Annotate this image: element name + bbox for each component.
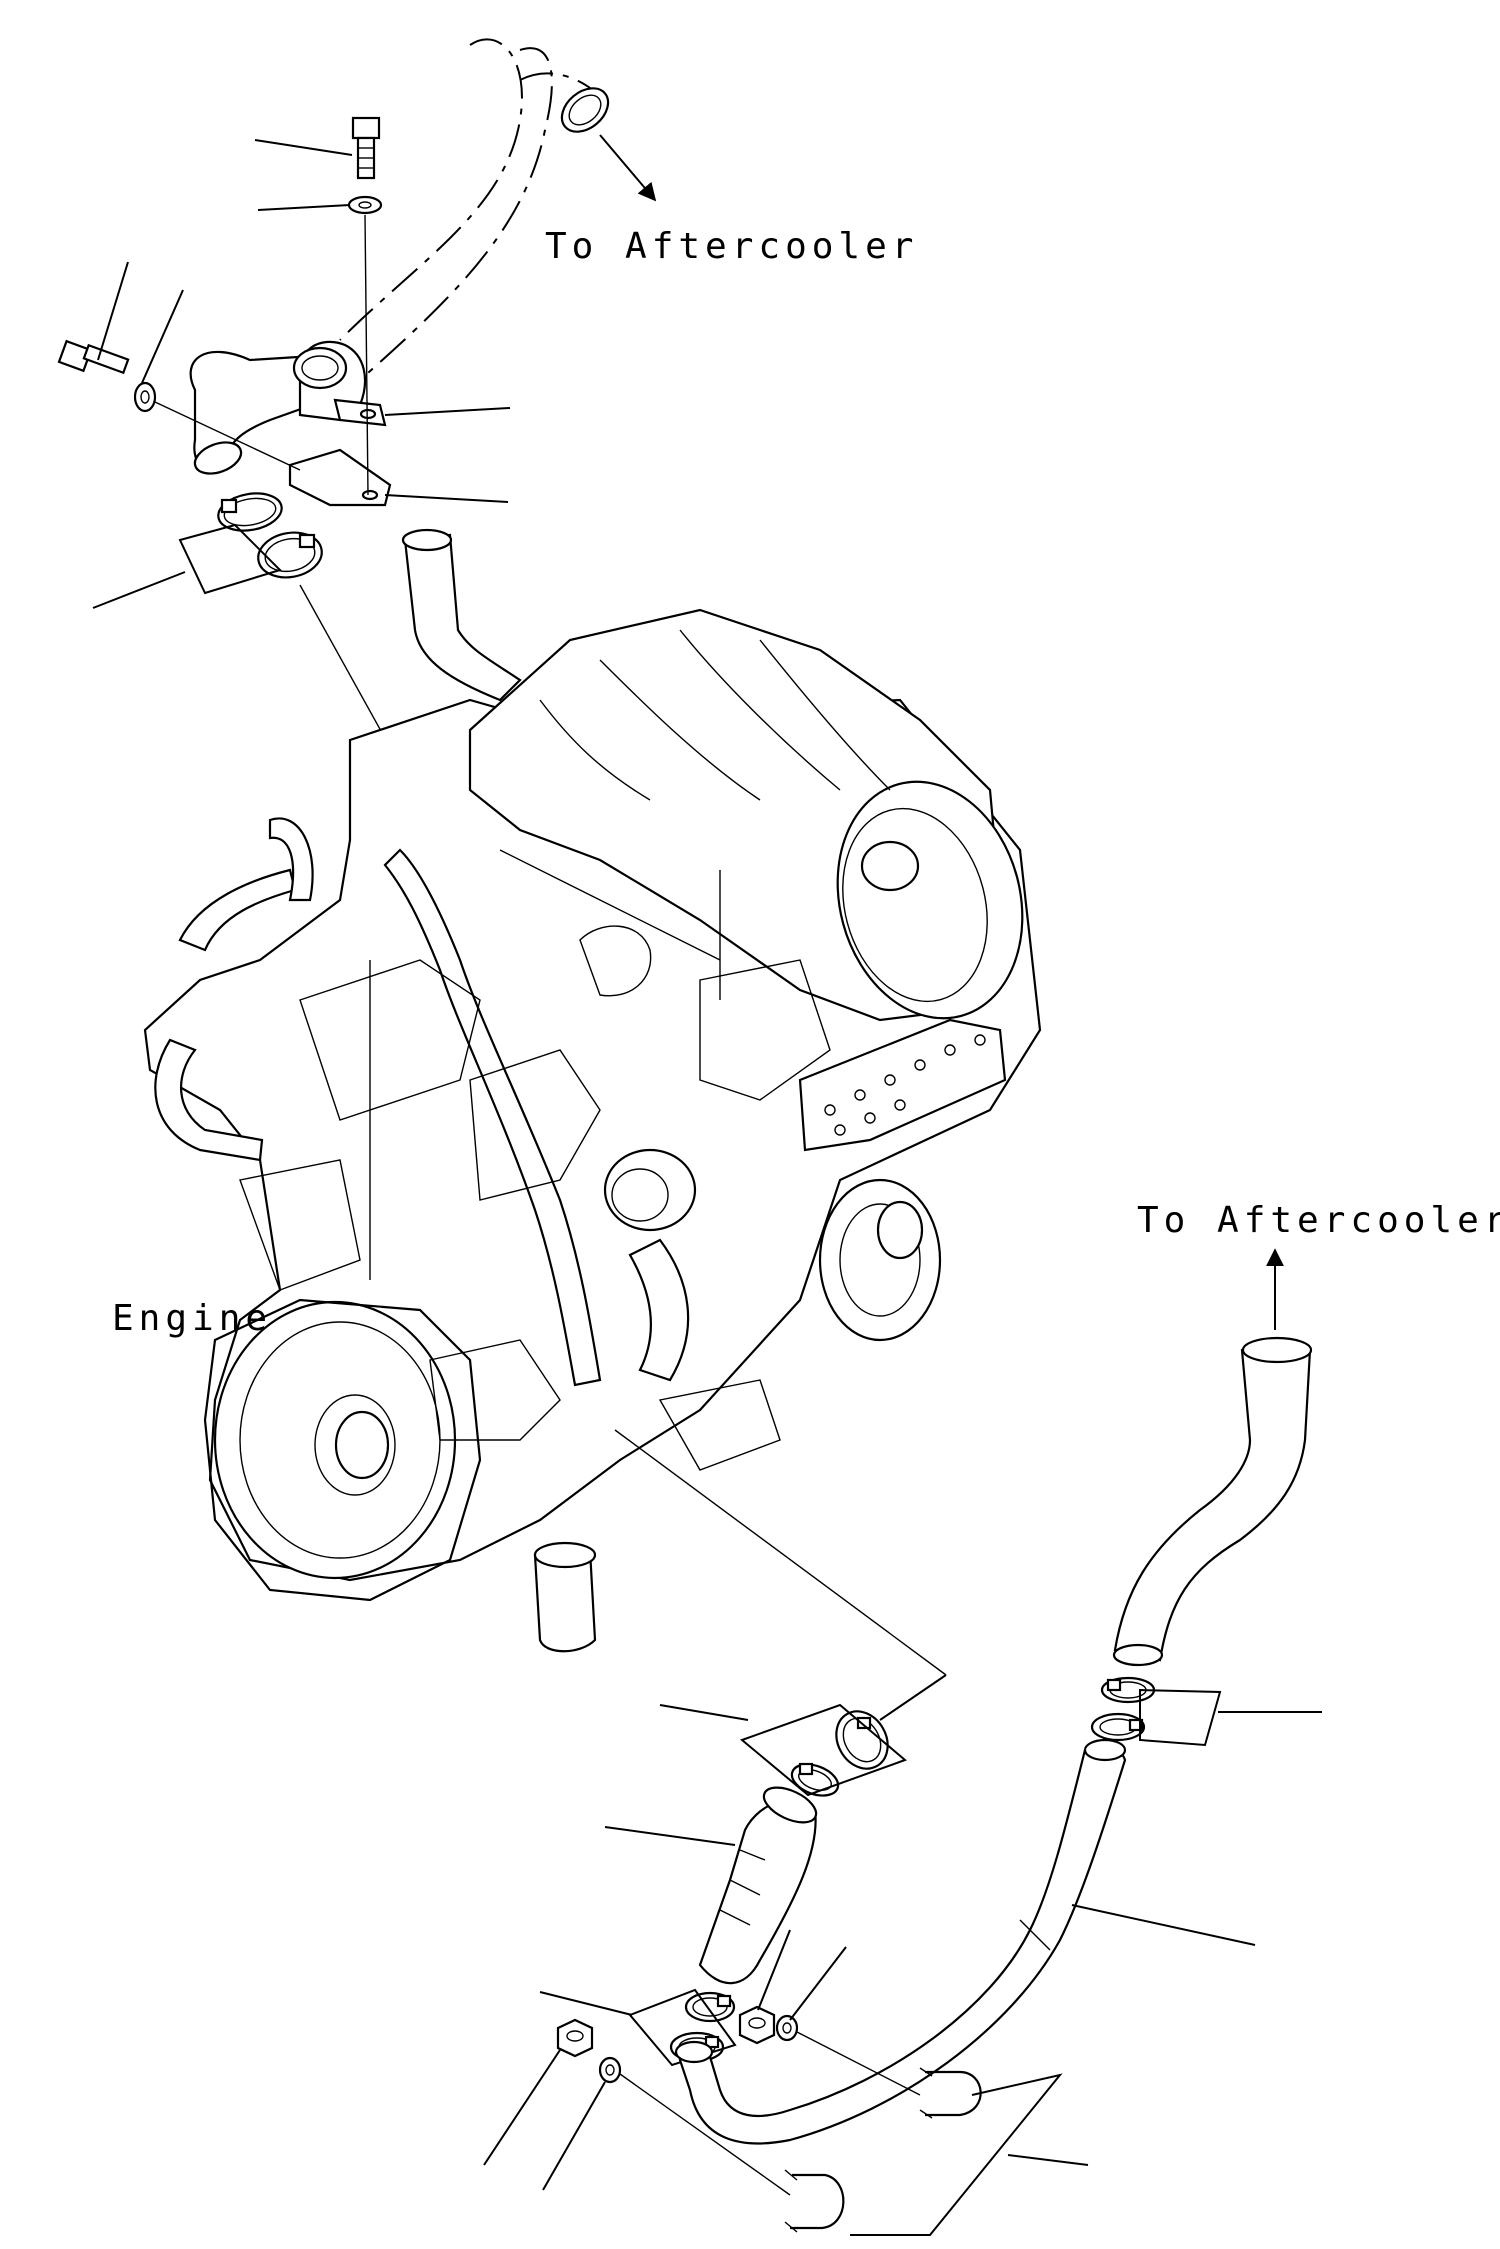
washer-left: [598, 2056, 622, 2084]
arrow-to-aftercooler-top: [599, 134, 657, 202]
ubolt-group-bracket: [850, 2073, 1063, 2236]
aftercooler-hose-right: [1112, 1336, 1313, 1667]
washer-vertical: [347, 195, 383, 215]
bolt-vertical: [351, 116, 381, 180]
upper-hose-phantom: [339, 38, 611, 381]
leader-lines-top: [92, 139, 511, 609]
u-bolt-lower: [784, 2169, 845, 2233]
engine-block: [143, 528, 1042, 1653]
hose-clamps-top: [217, 492, 323, 579]
hose-saddle-clamp: [292, 340, 387, 427]
clamp-group-bracket: [178, 523, 282, 595]
label-engine: Engine: [112, 1298, 272, 1339]
leader-lines-bottom: [483, 1704, 1322, 2191]
clamp-bracket-lower-left: [740, 1703, 907, 1797]
clamp-bracket-right: [1139, 1688, 1222, 1747]
bolt-axis-line: [364, 214, 369, 496]
u-bolt-upper: [919, 2067, 982, 2119]
metal-tube: [674, 1738, 1127, 2145]
hose-clamps-right: [1090, 1676, 1156, 1742]
lower-reference-line: [614, 1429, 947, 1676]
clamp-bracket-lower-middle: [628, 1988, 737, 2067]
washer-horizontal: [133, 381, 157, 413]
nut-left: [556, 2018, 594, 2058]
ubolt-axis-lower: [619, 2073, 791, 2196]
label-to-aftercooler-right: To Aftercooler: [1137, 1200, 1500, 1241]
bolt-horizontal: [57, 339, 130, 375]
horizontal-bolt-axis: [154, 401, 301, 471]
nut-right: [738, 2005, 776, 2045]
label-to-aftercooler-top: To Aftercooler: [545, 226, 918, 267]
mounting-bracket: [288, 448, 392, 507]
hose-clamps-lower-left: [790, 1710, 889, 1797]
clamp-ref-tie: [879, 1674, 947, 1721]
short-hose: [698, 1786, 818, 1985]
ubolt-axis-upper: [796, 2031, 921, 2096]
washer-right: [775, 2014, 799, 2042]
